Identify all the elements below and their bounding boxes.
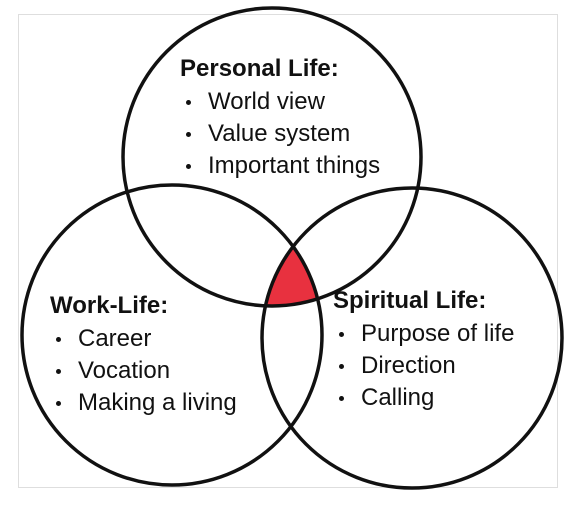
- list-item-text: Career: [78, 325, 152, 352]
- list-item-text: Direction: [361, 352, 456, 379]
- list-item: Direction: [333, 350, 514, 382]
- list-item-text: World view: [208, 88, 325, 115]
- personal-life-circle: [121, 6, 423, 308]
- bullet-icon: [186, 131, 191, 137]
- personal-life-block: Personal Life: World view Value system I…: [180, 54, 380, 182]
- bullet-icon: [186, 99, 191, 105]
- list-item: World view: [180, 86, 380, 118]
- spiritual-life-list: Purpose of life Direction Calling: [333, 318, 514, 414]
- personal-life-heading: Personal Life:: [180, 55, 339, 82]
- list-item: Important things: [180, 150, 380, 182]
- list-item: Value system: [180, 118, 380, 150]
- spiritual-life-circle: [260, 186, 564, 490]
- work-life-heading: Work-Life:: [50, 292, 169, 319]
- list-item: Making a living: [50, 387, 237, 419]
- work-life-block: Work-Life: Career Vocation Making a livi…: [50, 291, 237, 419]
- list-item: Calling: [333, 382, 514, 414]
- list-item: Career: [50, 323, 237, 355]
- spiritual-life-heading: Spiritual Life:: [333, 287, 487, 314]
- list-item-text: Calling: [361, 384, 435, 411]
- bullet-icon: [186, 163, 191, 169]
- spiritual-life-block: Spiritual Life: Purpose of life Directio…: [333, 286, 514, 414]
- list-item-text: Important things: [208, 152, 381, 179]
- list-item-text: Value system: [208, 120, 351, 147]
- work-life-circle: [20, 183, 324, 487]
- bullet-icon: [56, 336, 61, 342]
- bullet-icon: [339, 395, 344, 401]
- personal-life-list: World view Value system Important things: [180, 86, 380, 182]
- list-item: Vocation: [50, 355, 237, 387]
- diagram-frame: [18, 14, 558, 488]
- work-life-list: Career Vocation Making a living: [50, 323, 237, 419]
- bullet-icon: [339, 363, 344, 369]
- list-item: Purpose of life: [333, 318, 514, 350]
- bullet-icon: [56, 368, 61, 374]
- bullet-icon: [56, 400, 61, 406]
- bullet-icon: [339, 331, 344, 337]
- list-item-text: Making a living: [78, 389, 237, 416]
- list-item-text: Vocation: [78, 357, 171, 384]
- list-item-text: Purpose of life: [361, 320, 515, 347]
